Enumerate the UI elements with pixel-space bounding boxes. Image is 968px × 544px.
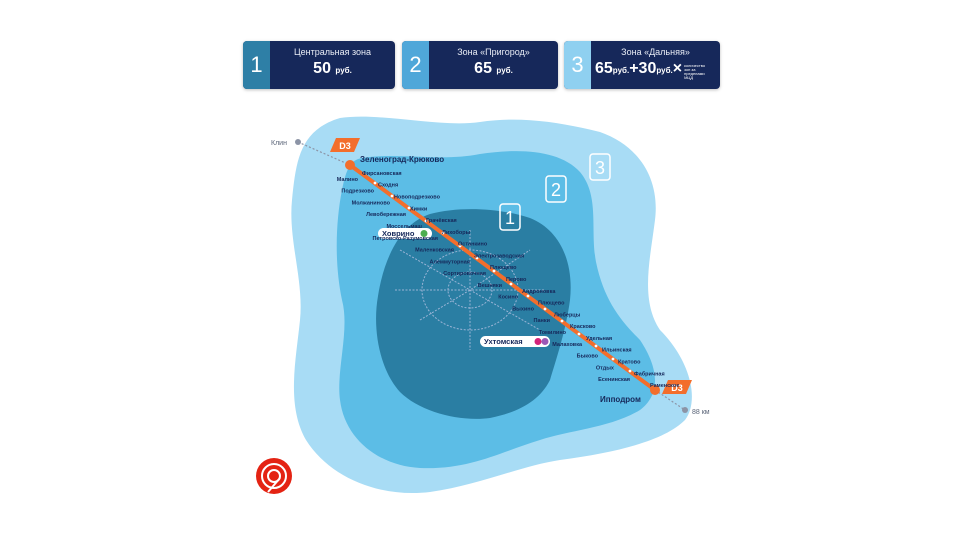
d3-line	[348, 163, 657, 392]
station-label: Косино	[498, 295, 518, 301]
station-dots	[373, 181, 632, 373]
zone-card-3: 3 Зона «Дальняя» 65руб.+30руб.×количеств…	[564, 41, 720, 89]
d3-tag-south: D3	[662, 380, 692, 394]
station-label: Быково	[577, 354, 599, 360]
station-label: Вешняки	[478, 283, 502, 289]
station-label: Маленковская	[415, 248, 454, 254]
svg-text:D3: D3	[671, 383, 683, 393]
station-label: Плющево	[538, 301, 565, 307]
station-label: Плющево	[490, 265, 517, 271]
station-label: Петровско-Разумовская	[372, 236, 438, 242]
terminus-north-dot	[345, 160, 355, 170]
station-labels: ФирсановскаяМалиноСходняПодрезковоНовопо…	[337, 171, 680, 389]
zone-card-2: 2 Зона «Пригород» 65 руб.	[402, 41, 558, 89]
station-label: Малаховка	[552, 342, 583, 348]
zone-number: 2	[402, 41, 429, 89]
zone-title: Зона «Дальняя»	[621, 47, 690, 57]
terminus-south-dot	[650, 385, 660, 395]
beyond-south-label: 88 км	[692, 409, 710, 416]
station-label: Удельная	[586, 336, 612, 342]
station-label: Красково	[570, 324, 596, 330]
zone-price: 65руб.+30руб.×количество зон за пределам…	[595, 60, 706, 80]
station-label: Панки	[534, 318, 550, 324]
zone-badge-2: 2	[545, 175, 567, 203]
station-label: Подрезково	[341, 189, 374, 195]
station-label: Андроновка	[522, 289, 556, 295]
station-label: Есенинская	[598, 377, 630, 383]
station-label: Электрозаводская	[474, 253, 524, 259]
transfer-ukhtomskaya: Ухтомская	[480, 336, 550, 347]
zone-badge-3: 3	[589, 153, 611, 181]
zone-number: 1	[243, 41, 270, 89]
station-label: Перово	[506, 277, 527, 283]
terminus-north-label: Зеленоград-Крюково	[360, 155, 444, 164]
zone-1-area	[376, 209, 571, 419]
svg-text:1: 1	[505, 208, 515, 228]
station-label: Химки	[410, 206, 427, 212]
station-label: Левобережная	[366, 211, 406, 218]
station-label: Фирсановская	[362, 171, 402, 177]
station-label: Новоподрезково	[394, 195, 441, 201]
station-label: Грачёвская	[426, 218, 457, 224]
station-label: Отдых	[596, 365, 615, 371]
svg-text:Ховрино: Ховрино	[382, 229, 415, 238]
zone-number: 3	[564, 41, 591, 89]
terminus-south-label: Ипподром	[600, 395, 641, 404]
station-label: Моссельмаш	[386, 224, 422, 230]
zone-card-1: 1 Центральная зона 50 руб.	[243, 41, 395, 89]
station-label: Фабричная	[634, 370, 665, 377]
svg-text:2: 2	[551, 180, 561, 200]
zone-price: 65 руб.	[474, 60, 513, 77]
transfer-khovrino: Ховрино	[378, 228, 432, 239]
beyond-north-label: Клин	[271, 140, 287, 147]
station-label: Алеммуторная	[429, 259, 470, 265]
beyond-south-dot	[682, 407, 688, 413]
station-label: Лихоборы	[442, 229, 471, 236]
svg-text:3: 3	[595, 158, 605, 178]
zone-title: Центральная зона	[293, 47, 372, 57]
station-label: Кратово	[618, 359, 641, 365]
zone-badge-1: 1	[499, 203, 521, 231]
station-label: Молжаниново	[352, 200, 391, 206]
station-label: Малино	[337, 177, 359, 183]
zone-title: Зона «Пригород»	[457, 47, 530, 57]
svg-text:D3: D3	[339, 141, 351, 151]
station-label: Сортировочная	[443, 271, 486, 277]
station-label: Останкино	[458, 242, 488, 248]
brand-logo	[256, 458, 292, 494]
station-label: Ильинская	[602, 348, 632, 354]
station-label: Выхино	[512, 306, 534, 312]
beyond-north-dot	[295, 139, 301, 145]
station-label: Люберцы	[554, 311, 581, 318]
extension-line-north	[297, 141, 351, 166]
zone-price: 50 руб.	[313, 60, 352, 77]
svg-text:Ухтомская: Ухтомская	[484, 337, 523, 346]
d3-tag-north: D3	[330, 138, 360, 152]
station-label: Раменское	[650, 383, 679, 389]
station-label: Сходня	[378, 183, 398, 189]
station-label: Томилино	[539, 330, 567, 336]
